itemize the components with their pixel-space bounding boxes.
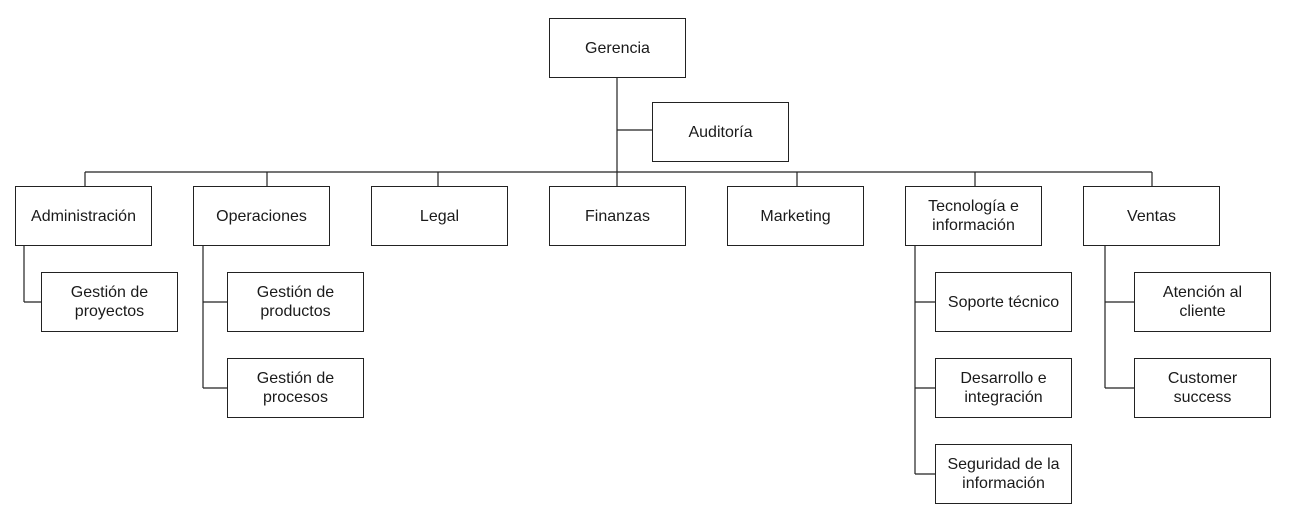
- node-auditoria: Auditoría: [652, 102, 789, 162]
- node-finanzas: Finanzas: [549, 186, 686, 246]
- node-label: Desarrollo e integración: [960, 370, 1047, 406]
- node-marketing: Marketing: [727, 186, 864, 246]
- node-operaciones: Operaciones: [193, 186, 330, 246]
- node-gerencia: Gerencia: [549, 18, 686, 78]
- node-gestion-proyectos: Gestión de proyectos: [41, 272, 178, 332]
- node-label: Customer success: [1167, 370, 1238, 406]
- node-desarrollo-integracion: Desarrollo e integración: [935, 358, 1072, 418]
- node-administracion: Administración: [15, 186, 152, 246]
- node-label: Operaciones: [216, 207, 307, 225]
- node-soporte-tecnico: Soporte técnico: [935, 272, 1072, 332]
- node-label: Tecnología e información: [928, 198, 1019, 234]
- node-gestion-procesos: Gestión de procesos: [227, 358, 364, 418]
- node-label: Ventas: [1127, 207, 1176, 225]
- node-customer-success: Customer success: [1134, 358, 1271, 418]
- node-label: Gerencia: [585, 39, 650, 57]
- node-label: Marketing: [760, 207, 831, 225]
- node-label: Gestión de proyectos: [70, 284, 149, 320]
- node-label: Soporte técnico: [947, 293, 1060, 311]
- node-ventas: Ventas: [1083, 186, 1220, 246]
- node-label: Seguridad de la información: [947, 456, 1060, 492]
- node-legal: Legal: [371, 186, 508, 246]
- node-tecnologia: Tecnología e información: [905, 186, 1042, 246]
- node-label: Gestión de procesos: [256, 370, 335, 406]
- node-label: Auditoría: [688, 123, 753, 141]
- node-gestion-productos: Gestión de productos: [227, 272, 364, 332]
- node-label: Legal: [419, 207, 460, 225]
- node-atencion-cliente: Atención al cliente: [1134, 272, 1271, 332]
- node-seguridad-informacion: Seguridad de la información: [935, 444, 1072, 504]
- node-label: Atención al cliente: [1162, 284, 1243, 320]
- node-label: Administración: [31, 207, 136, 225]
- node-label: Finanzas: [585, 207, 650, 225]
- node-label: Gestión de productos: [256, 284, 335, 320]
